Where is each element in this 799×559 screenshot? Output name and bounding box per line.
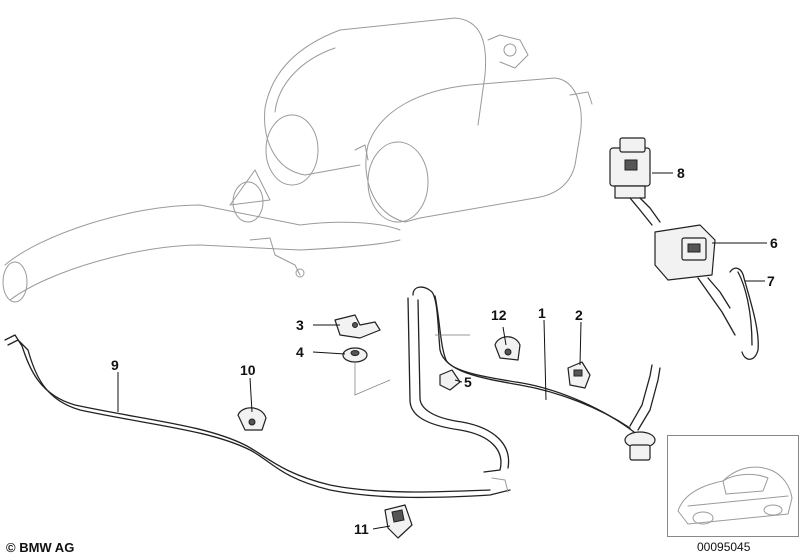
exhaust-system-outline: [2, 17, 593, 303]
callout-1: 1: [538, 305, 546, 321]
vacuum-hose-9: [4, 334, 511, 499]
part-6-changeover-valve: [654, 224, 736, 336]
part-7-hose: [729, 267, 759, 360]
callout-2: 2: [575, 307, 583, 323]
vacuum-line-1: [407, 286, 635, 473]
callout-4: 4: [296, 344, 304, 360]
callout-5: 5: [464, 374, 472, 390]
copyright-label: © BMW AG: [6, 540, 75, 555]
diagram-number: 00095045: [697, 540, 751, 554]
part-2-clip: [567, 361, 591, 389]
part-8-changeover-valve: [609, 137, 661, 226]
callout-9: 9: [111, 357, 119, 373]
callout-3: 3: [296, 317, 304, 333]
leader-lines: [117, 172, 767, 530]
part-11-holder: [384, 504, 413, 539]
callout-12: 12: [491, 307, 507, 323]
callout-7: 7: [767, 273, 775, 289]
car-icon: [677, 466, 793, 525]
callout-6: 6: [770, 235, 778, 251]
part-5-clamp: [439, 369, 461, 391]
callout-10: 10: [240, 362, 256, 378]
callout-labels: 3 4 5 1 2 12 10 9 11 8 6 7: [111, 165, 778, 537]
part-4-grommet: [342, 347, 391, 396]
callout-11: 11: [354, 521, 369, 537]
part-3-bracket: [334, 314, 381, 339]
callout-8: 8: [677, 165, 685, 181]
vehicle-thumbnail: [667, 435, 799, 537]
part-10-clip: [237, 407, 267, 431]
part-12-hose-clip: [494, 336, 521, 361]
vacuum-connector: [624, 364, 661, 461]
